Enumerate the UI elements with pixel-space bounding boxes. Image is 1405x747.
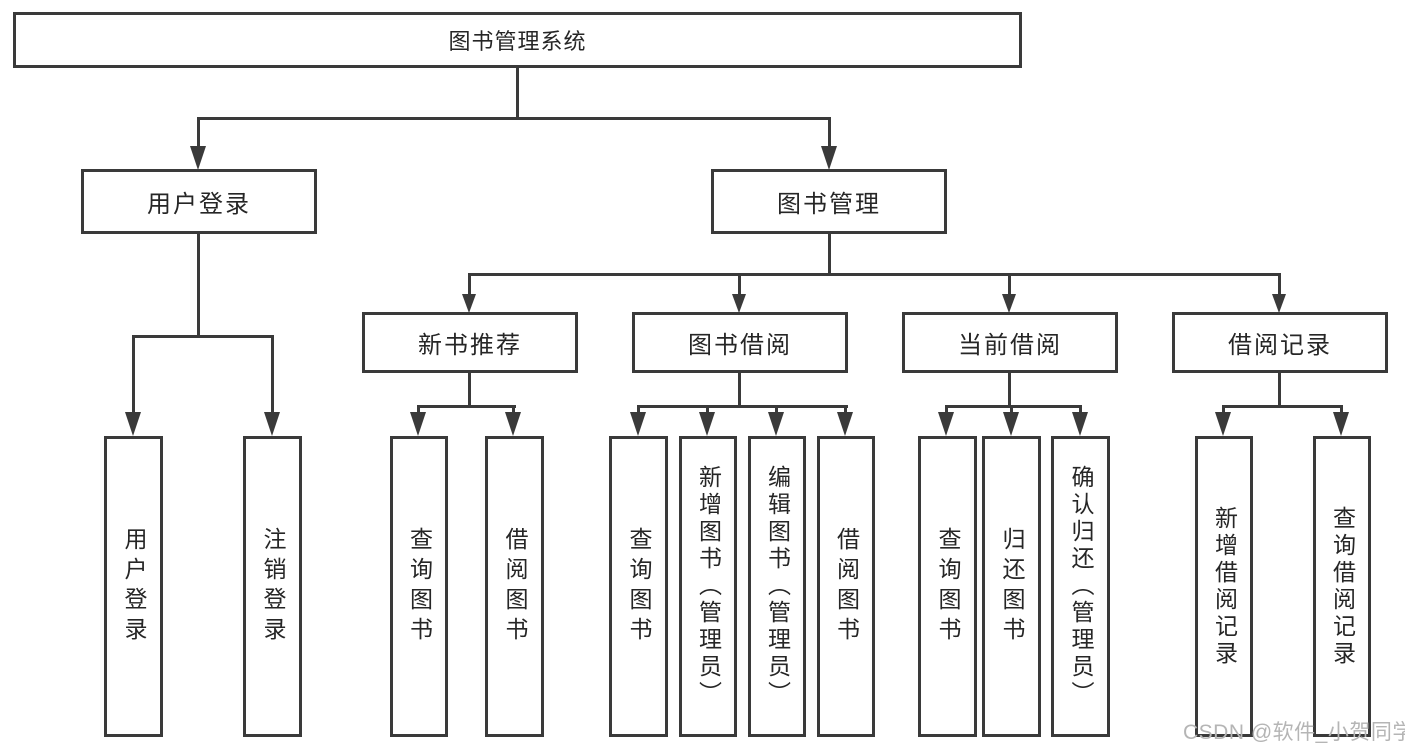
arrow-down-icon bbox=[821, 146, 837, 170]
csdn-watermark: CSDN @软件_小贺同学 bbox=[1183, 721, 1405, 744]
leaf-query-books-recommend: 查询图书 bbox=[390, 436, 448, 737]
connector-drop-user-login bbox=[197, 117, 200, 150]
connector-new-books-stem bbox=[468, 373, 471, 408]
node-label: 查询图书 bbox=[626, 526, 652, 647]
node-label: 借阅记录 bbox=[1228, 332, 1332, 359]
connector-user-login-rail bbox=[132, 335, 274, 338]
arrow-down-icon bbox=[732, 294, 746, 313]
connector-drop-borrow-records bbox=[1278, 273, 1281, 296]
arrow-down-icon bbox=[264, 412, 280, 436]
leaf-return-books: 归还图书 bbox=[982, 436, 1041, 737]
connector-current-borrow-rail bbox=[945, 405, 1082, 408]
leaf-confirm-return-admin: 确认归还（管理员） bbox=[1051, 436, 1110, 737]
connector-drop bbox=[1222, 405, 1225, 415]
node-label: 编辑图书（管理员） bbox=[764, 465, 791, 708]
arrow-down-icon bbox=[1215, 412, 1231, 436]
connector-drop bbox=[844, 405, 847, 415]
connector-user-login-stem bbox=[197, 234, 200, 338]
node-book-borrowing: 图书借阅 bbox=[632, 312, 848, 373]
arrow-down-icon bbox=[938, 412, 954, 436]
node-label: 用户登录 bbox=[121, 526, 147, 647]
arrow-down-icon bbox=[505, 412, 521, 436]
node-borrowing-records: 借阅记录 bbox=[1172, 312, 1388, 373]
arrow-down-icon bbox=[1272, 294, 1286, 313]
leaf-add-borrow-record: 新增借阅记录 bbox=[1195, 436, 1253, 737]
leaf-query-books-borrow: 查询图书 bbox=[609, 436, 668, 737]
leaf-logout: 注销登录 bbox=[243, 436, 302, 737]
arrow-down-icon bbox=[190, 146, 206, 170]
node-label: 确认归还（管理员） bbox=[1068, 465, 1094, 708]
connector-borrow-records-rail bbox=[1222, 405, 1343, 408]
node-label: 借阅图书 bbox=[502, 526, 528, 647]
node-label: 图书管理系统 bbox=[448, 29, 587, 54]
connector-drop bbox=[945, 405, 948, 415]
arrow-down-icon bbox=[837, 412, 853, 436]
node-user-login: 用户登录 bbox=[81, 169, 317, 234]
leaf-edit-books-admin: 编辑图书（管理员） bbox=[748, 436, 806, 737]
node-label: 查询图书 bbox=[935, 526, 961, 647]
node-label: 归还图书 bbox=[999, 526, 1025, 647]
connector-book-mgmt-rail bbox=[468, 273, 1281, 276]
connector-root-stem bbox=[516, 68, 519, 120]
arrow-down-icon bbox=[462, 294, 476, 313]
node-label: 新增图书（管理员） bbox=[695, 465, 722, 708]
node-book-management: 图书管理 bbox=[711, 169, 947, 234]
connector-drop-current-borrow bbox=[1008, 273, 1011, 296]
leaf-query-borrow-record: 查询借阅记录 bbox=[1313, 436, 1371, 737]
node-label: 新增借阅记录 bbox=[1211, 505, 1238, 668]
leaf-borrow-books: 借阅图书 bbox=[817, 436, 875, 737]
node-label: 当前借阅 bbox=[958, 332, 1062, 359]
connector-drop-new-books bbox=[468, 273, 471, 296]
connector-drop bbox=[512, 405, 515, 415]
arrow-down-icon bbox=[1072, 412, 1088, 436]
arrow-down-icon bbox=[1333, 412, 1349, 436]
connector-new-books-rail bbox=[417, 405, 516, 408]
leaf-query-books-current: 查询图书 bbox=[918, 436, 977, 737]
node-label: 用户登录 bbox=[147, 191, 251, 218]
arrow-down-icon bbox=[410, 412, 426, 436]
node-library-management-system: 图书管理系统 bbox=[13, 12, 1022, 68]
node-label: 查询借阅记录 bbox=[1329, 505, 1356, 668]
node-current-borrowing: 当前借阅 bbox=[902, 312, 1118, 373]
connector-drop bbox=[417, 405, 420, 415]
connector-drop bbox=[1340, 405, 1343, 415]
connector-drop bbox=[775, 405, 778, 415]
connector-book-borrow-rail bbox=[637, 405, 848, 408]
node-label: 查询图书 bbox=[406, 526, 433, 647]
node-label: 图书借阅 bbox=[688, 332, 792, 359]
connector-current-borrow-stem bbox=[1008, 373, 1011, 408]
leaf-borrow-books-recommend: 借阅图书 bbox=[485, 436, 544, 737]
arrow-down-icon bbox=[1003, 412, 1019, 436]
arrow-down-icon bbox=[768, 412, 784, 436]
connector-root-rail bbox=[197, 117, 831, 120]
node-label: 新书推荐 bbox=[418, 332, 522, 359]
connector-drop-login-leaf bbox=[132, 335, 135, 414]
arrow-down-icon bbox=[125, 412, 141, 436]
connector-drop bbox=[706, 405, 709, 415]
arrow-down-icon bbox=[630, 412, 646, 436]
leaf-add-books-admin: 新增图书（管理员） bbox=[679, 436, 737, 737]
connector-drop-book-borrow bbox=[738, 273, 741, 296]
leaf-user-login: 用户登录 bbox=[104, 436, 163, 737]
connector-drop bbox=[1079, 405, 1082, 415]
arrow-down-icon bbox=[1002, 294, 1016, 313]
node-new-book-recommend: 新书推荐 bbox=[362, 312, 578, 373]
node-label: 借阅图书 bbox=[833, 526, 860, 647]
connector-book-mgmt-stem bbox=[828, 234, 831, 276]
node-label: 注销登录 bbox=[260, 526, 286, 647]
connector-drop-book-mgmt bbox=[828, 117, 831, 150]
arrow-down-icon bbox=[699, 412, 715, 436]
connector-book-borrow-stem bbox=[738, 373, 741, 408]
connector-borrow-records-stem bbox=[1278, 373, 1281, 408]
node-label: 图书管理 bbox=[777, 191, 881, 218]
connector-drop bbox=[637, 405, 640, 415]
connector-drop-logout-leaf bbox=[271, 335, 274, 414]
connector-drop bbox=[1010, 405, 1013, 415]
